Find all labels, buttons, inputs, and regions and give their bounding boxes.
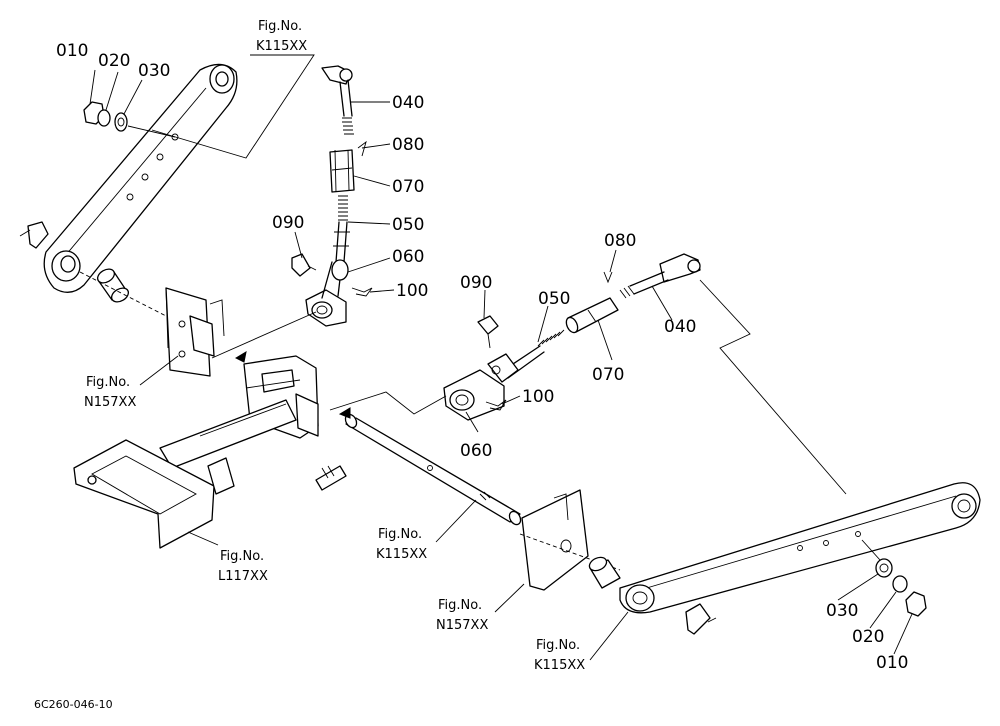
part-050-left: 050 xyxy=(392,215,424,235)
drawing-code: 6C260-046-10 xyxy=(34,698,113,711)
part-040-right: 040 xyxy=(664,317,696,337)
figref-k115-mid-label: Fig.No. xyxy=(378,527,422,542)
figref-n157-right-label: Fig.No. xyxy=(438,598,482,613)
nut-washers-lower xyxy=(861,539,927,617)
part-070-left: 070 xyxy=(392,177,424,197)
left-lift-rod-assembly xyxy=(291,65,373,327)
figref-n157-left-label: Fig.No. xyxy=(86,375,130,390)
part-060-right: 060 xyxy=(460,441,492,461)
nut-washers-upper xyxy=(83,101,176,138)
part-number-labels: 010 020 030 040 080 070 050 090 060 100 … xyxy=(56,41,908,673)
part-020-lower: 020 xyxy=(852,627,884,647)
bushing-right xyxy=(588,556,621,589)
part-040-left: 040 xyxy=(392,93,424,113)
figref-l117-label: Fig.No. xyxy=(220,549,264,564)
right-lift-rod-assembly xyxy=(443,253,701,421)
part-100-left: 100 xyxy=(396,281,428,301)
figref-k115-bottom-label: Fig.No. xyxy=(536,638,580,653)
cross-shaft xyxy=(344,413,522,526)
left-lower-link xyxy=(19,63,238,293)
part-050-right: 050 xyxy=(538,289,570,309)
leader-lines xyxy=(89,54,913,661)
part-010-lower: 010 xyxy=(876,653,908,673)
figure-references: Fig.No. K115XX Fig.No. N157XX Fig.No. L1… xyxy=(84,19,585,673)
figref-k115-mid-code: K115XX xyxy=(376,547,427,562)
part-010-upper: 010 xyxy=(56,41,88,61)
right-lower-link xyxy=(619,482,981,635)
figref-n157-left-code: N157XX xyxy=(84,395,136,410)
figref-top-label: Fig.No. xyxy=(258,19,302,34)
right-lower-plate xyxy=(519,489,621,591)
part-080-right: 080 xyxy=(604,231,636,251)
figref-l117-code: L117XX xyxy=(218,569,268,584)
part-080-left: 080 xyxy=(392,135,424,155)
center-frame xyxy=(73,287,347,549)
part-030-upper: 030 xyxy=(138,61,170,81)
figref-n157-right-code: N157XX xyxy=(436,618,488,633)
figref-top-code: K115XX xyxy=(256,39,307,54)
part-060-left: 060 xyxy=(392,247,424,267)
part-070-right: 070 xyxy=(592,365,624,385)
part-090-right: 090 xyxy=(460,273,492,293)
part-100-right: 100 xyxy=(522,387,554,407)
part-090-left: 090 xyxy=(272,213,304,233)
bushing-left xyxy=(79,268,171,319)
figref-k115-bottom-code: K115XX xyxy=(534,658,585,673)
part-020-upper: 020 xyxy=(98,51,130,71)
part-030-lower: 030 xyxy=(826,601,858,621)
